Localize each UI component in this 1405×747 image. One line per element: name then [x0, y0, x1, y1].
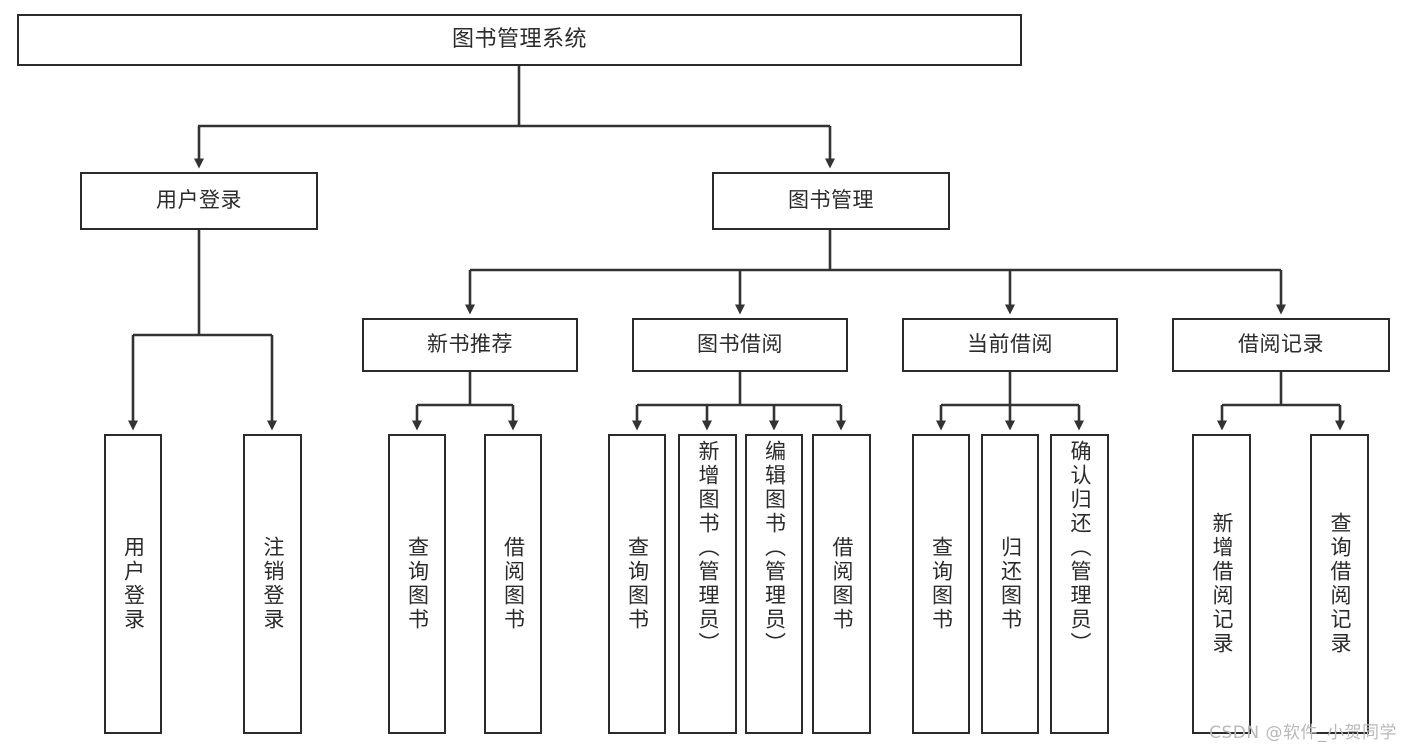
node-borrow-record[interactable]: 借阅记录: [1172, 318, 1390, 372]
leaf-book-borrow-add-book-admin[interactable]: 新增图书（管理员）: [678, 434, 737, 734]
node-label: 新书推荐: [427, 332, 513, 357]
leaf-label: 编辑图书（管理员）: [762, 440, 787, 656]
leaf-current-borrow-query-book[interactable]: 查询图书: [912, 434, 970, 734]
node-new-book-recommend[interactable]: 新书推荐: [362, 318, 578, 372]
leaf-label: 新增图书（管理员）: [696, 440, 720, 656]
leaf-user-login-login[interactable]: 用户登录: [104, 434, 162, 734]
leaf-label: 注销登录: [261, 536, 285, 632]
leaf-label: 查询图书: [405, 536, 430, 632]
leaf-book-borrow-borrow-book[interactable]: 借阅图书: [812, 434, 871, 734]
leaf-label: 用户登录: [121, 536, 146, 632]
leaf-new-book-query-book[interactable]: 查询图书: [388, 434, 446, 734]
leaf-label: 查询图书: [625, 536, 650, 632]
node-label: 用户登录: [156, 188, 242, 213]
leaf-borrow-record-query-record[interactable]: 查询借阅记录: [1310, 434, 1369, 734]
leaf-label: 确认归还（管理员）: [1068, 440, 1092, 656]
node-label: 当前借阅: [967, 332, 1053, 357]
leaf-label: 查询图书: [929, 536, 954, 632]
node-label: 图书管理: [788, 188, 874, 213]
node-book-management[interactable]: 图书管理: [712, 172, 950, 230]
node-book-borrow[interactable]: 图书借阅: [632, 318, 848, 372]
node-root-book-management-system[interactable]: 图书管理系统: [17, 14, 1022, 66]
leaf-borrow-record-add-record[interactable]: 新增借阅记录: [1192, 434, 1251, 734]
leaf-label: 新增借阅记录: [1210, 512, 1234, 656]
leaf-label: 归还图书: [998, 536, 1023, 632]
node-current-borrow[interactable]: 当前借阅: [902, 318, 1118, 372]
node-user-login[interactable]: 用户登录: [80, 172, 318, 230]
node-label: 图书借阅: [697, 332, 783, 357]
leaf-label: 借阅图书: [830, 536, 854, 632]
leaf-book-borrow-edit-book-admin[interactable]: 编辑图书（管理员）: [745, 434, 803, 734]
node-label: 图书管理系统: [451, 26, 587, 52]
leaf-label: 查询借阅记录: [1328, 512, 1352, 656]
node-label: 借阅记录: [1238, 332, 1324, 357]
leaf-new-book-borrow-book[interactable]: 借阅图书: [484, 434, 542, 734]
leaf-label: 借阅图书: [501, 536, 526, 632]
leaf-book-borrow-query-book[interactable]: 查询图书: [608, 434, 666, 734]
leaf-current-borrow-return-book[interactable]: 归还图书: [981, 434, 1039, 734]
leaf-user-login-logout[interactable]: 注销登录: [243, 434, 302, 734]
leaf-current-borrow-confirm-return-admin[interactable]: 确认归还（管理员）: [1050, 434, 1109, 734]
